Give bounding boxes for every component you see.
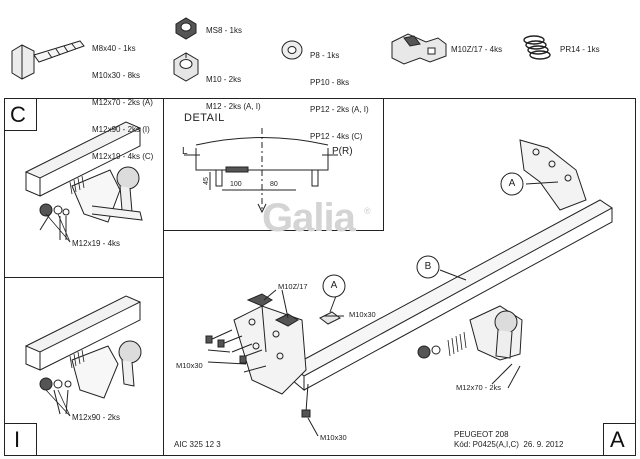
footer-kod: Kód: P0425(A,I,C) 26. 9. 2012 — [454, 440, 564, 449]
callout-b-circle — [416, 255, 440, 279]
parts-nut-m10-line-2: M12 - 2ks (A, I) — [206, 102, 261, 111]
detail-left-label: L — [182, 146, 188, 157]
section-i-bolt-label: M12x90 - 2ks — [72, 413, 121, 422]
main-bracket-label: M10Z/17 — [278, 282, 308, 291]
parts-bolt-line-1: M8x40 - 1ks — [92, 44, 136, 53]
parts-bolt-line-4: M12x90 - 2ks (I) — [92, 125, 150, 134]
parts-nut-ms8: MS8 - 1ks — [206, 26, 243, 35]
parts-washer-line-2: PP10 - 8ks — [310, 78, 350, 87]
section-i-drawing — [24, 295, 142, 415]
galia-registered-mark: ® — [364, 206, 371, 216]
parts-spring: PR14 - 1ks — [560, 45, 600, 54]
section-a-label: A — [610, 427, 625, 452]
parts-bolt-line-2: M10x30 - 8ks — [92, 71, 141, 80]
nut-m10-drawing — [173, 52, 199, 82]
callout-a1: A — [330, 280, 338, 291]
main-bolt-m10-label-a: M10x30 — [349, 310, 376, 319]
bracket-drawing — [391, 33, 447, 65]
parts-washer-list: P8 - 1ks PP10 - 8ks PP12 - 2ks (A, I) PP… — [310, 33, 369, 150]
spring-drawing — [523, 35, 551, 60]
main-bolt-m10-label-c: M10x30 — [320, 433, 347, 442]
washer-drawing — [281, 40, 303, 60]
section-i-label: I — [14, 427, 21, 452]
detail-drawing — [184, 128, 338, 214]
main-bolt-m12-label: M12x70 - 2ks — [456, 383, 502, 392]
parts-bracket: M10Z/17 - 4ks — [451, 45, 503, 54]
detail-title: DETAIL — [184, 112, 225, 124]
parts-bolt-line-3: M12x70 - 2ks (A) — [92, 98, 153, 107]
footer-vehicle: PEUGEOT 208 — [454, 430, 509, 439]
parts-nut-m10-line-1: M10 - 2ks — [206, 75, 242, 84]
i-label-box — [4, 423, 37, 456]
parts-bolt-line-5: M12x19 - 4ks (C) — [92, 152, 154, 161]
detail-dim-100: 100 — [230, 181, 242, 188]
section-c-label: C — [10, 102, 26, 127]
footer-code: AIC 325 12 3 — [174, 440, 221, 449]
parts-nut-m10-list: M10 - 2ks M12 - 2ks (A, I) — [206, 57, 261, 120]
parts-washer-line-1: P8 - 1ks — [310, 51, 340, 60]
detail-box — [163, 98, 384, 231]
main-towbar-drawing — [205, 139, 613, 437]
parts-bolt-list: M8x40 - 1ks M10x30 - 8ks M12x70 - 2ks (A… — [92, 26, 153, 170]
galia-watermark: Galia — [262, 196, 356, 240]
bolt-drawing — [11, 40, 85, 80]
callout-a2-circle — [500, 172, 524, 196]
section-c-drawing — [24, 121, 143, 240]
callout-a1-circle — [322, 274, 346, 298]
detail-dim-45: 45 — [202, 177, 210, 185]
callout-a2: A — [508, 178, 516, 189]
detail-dim-80: 80 — [270, 181, 278, 188]
section-c-bolt-label: M12x19 - 4ks — [72, 239, 121, 248]
nut-ms8-drawing — [175, 17, 197, 40]
parts-washer-line-4: PP12 - 4ks (C) — [310, 132, 363, 141]
detail-right-label: P(R) — [332, 146, 353, 157]
main-bolt-m10-label-b: M10x30 — [176, 361, 203, 370]
parts-washer-line-3: PP12 - 2ks (A, I) — [310, 105, 369, 114]
callout-b: B — [424, 261, 432, 272]
c-label-box — [4, 98, 37, 131]
a-label-box — [603, 423, 636, 456]
